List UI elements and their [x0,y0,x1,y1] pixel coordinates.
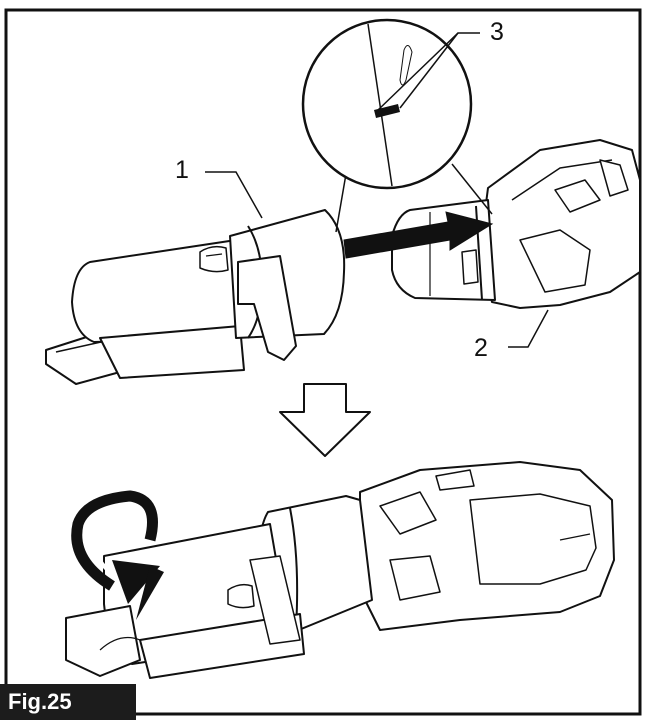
leader-1 [205,171,263,219]
callout-1: 1 [175,156,189,184]
arrow-right-icon [343,211,494,259]
leader-3b [399,32,459,109]
nozzle-bottom [65,523,305,679]
rotate-clockwise-icon [71,490,164,620]
nozzle-top [45,209,346,385]
leader-2 [508,309,549,348]
figure-border [4,8,642,716]
arrow-down-icon [279,383,371,457]
callout-2: 2 [474,334,488,362]
detail-zoom [301,18,493,233]
callout-3: 3 [490,18,504,46]
tool-body-bottom [257,461,615,637]
figure-label: Fig.25 [0,684,136,720]
